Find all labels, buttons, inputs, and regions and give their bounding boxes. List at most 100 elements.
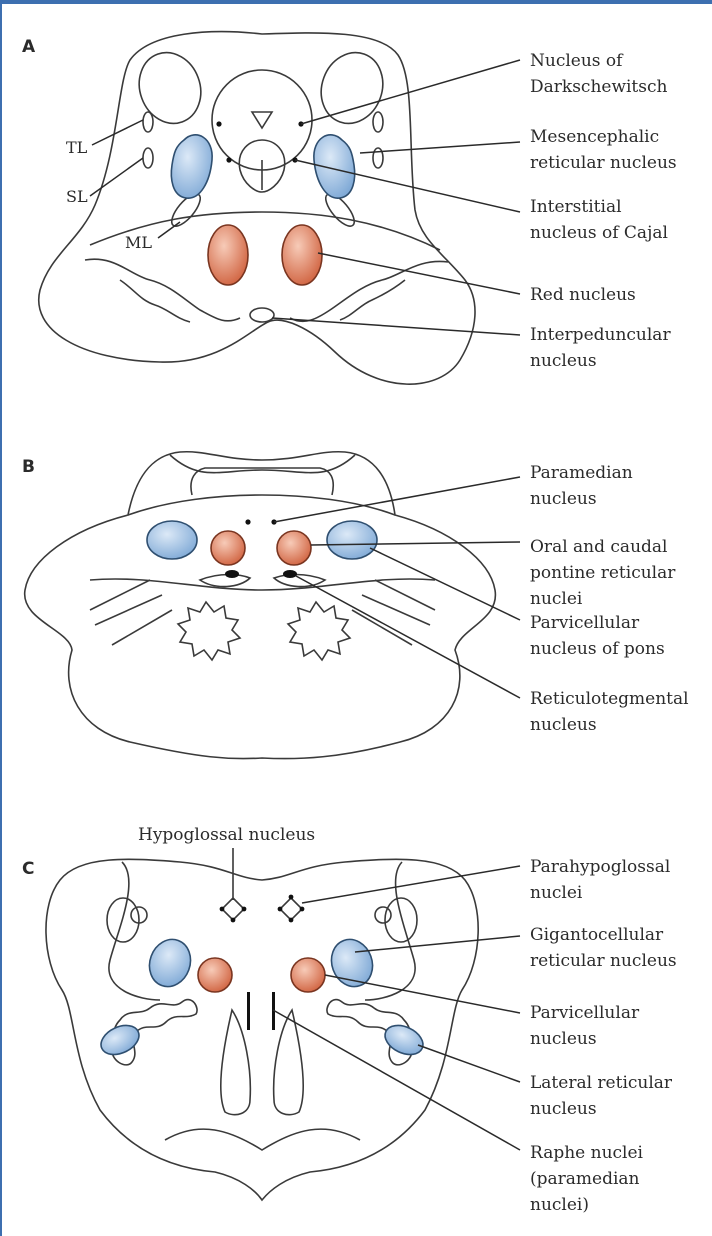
ventricle-roof (170, 455, 355, 473)
tract-circle-right (375, 907, 391, 923)
label-darkschewitsch-2: Darkschewitsch (530, 77, 668, 97)
label-cajal-2: nucleus of Cajal (530, 223, 668, 243)
spinal-trigeminal-left (107, 898, 139, 942)
panel-a-letter: A (22, 37, 36, 57)
paramedian-dot-left (245, 519, 250, 524)
label-interpeduncular-2: nucleus (530, 351, 597, 371)
leader-reticulotegmental (296, 576, 520, 698)
label-lateral-reticular-2: nucleus (530, 1099, 597, 1119)
lemniscus-bar-right (274, 575, 325, 587)
parvicellular-nucleus-pons-right (327, 521, 377, 559)
lateral-reticular-nucleus-left (96, 1020, 143, 1060)
label-raphe-1: Raphe nuclei (530, 1143, 644, 1163)
pyramid-left (221, 1010, 251, 1115)
leader-gigantocellular (355, 936, 520, 952)
hypoglossal-nucleus-left (222, 898, 244, 920)
pontine-reticular-nucleus-right (277, 531, 311, 565)
lateral-reticular-nucleus-right (380, 1020, 427, 1060)
hypoglossal-nucleus-right (280, 898, 302, 920)
parahypoglossal-dot-l2 (231, 918, 236, 923)
label-lateral-reticular-1: Lateral reticular (530, 1073, 673, 1093)
label-mesencephalic-2: reticular nucleus (530, 153, 677, 173)
label-raphe-3: nuclei) (530, 1195, 589, 1215)
label-ml: ML (125, 233, 152, 252)
parahypoglossal-dot-r3 (278, 907, 283, 912)
leader-parahypoglossal (302, 866, 520, 903)
transverse-fiber-l1 (90, 580, 150, 610)
transverse-fiber-r3 (352, 610, 412, 645)
panel-c-letter: C (22, 859, 34, 879)
leader-tl (92, 120, 143, 145)
colliculus-right (311, 44, 392, 132)
pontine-reticular-nucleus-left (211, 531, 245, 565)
label-gigantocellular-2: reticular nucleus (530, 951, 677, 971)
leader-ml (158, 222, 180, 238)
label-parvicellular-pons-2: nucleus of pons (530, 639, 665, 659)
crus-wavy-right (340, 280, 405, 320)
leader-red-nucleus (318, 253, 520, 294)
label-cajal-1: Interstitial (530, 197, 622, 217)
darkschewitsch-dot-left (216, 121, 221, 126)
label-paramedian-1: Paramedian (530, 463, 633, 483)
label-reticulotegmental-2: nucleus (530, 715, 597, 735)
leader-sl (90, 158, 143, 196)
label-gigantocellular-1: Gigantocellular (530, 925, 664, 945)
label-parvicellular-2: nucleus (530, 1029, 597, 1049)
leader-parvicellular (325, 975, 520, 1013)
transverse-fiber-l3 (112, 610, 172, 645)
label-oral-caudal-1: Oral and caudal (530, 537, 667, 557)
panel-c: C Hypoglossal nucleus (22, 825, 677, 1215)
cajal-dot-left (226, 157, 231, 162)
cerebral-aqueduct (252, 112, 272, 128)
gigantocellular-nucleus-left (143, 934, 197, 993)
label-tl: TL (66, 138, 88, 157)
ventral-curve (165, 1129, 360, 1150)
label-sl: SL (66, 187, 88, 206)
label-parahypoglossal-2: nuclei (530, 883, 583, 903)
interpeduncular-nucleus (250, 308, 274, 322)
label-red-nucleus: Red nucleus (530, 285, 636, 305)
colliculus-left (129, 44, 210, 132)
transverse-fiber-r2 (362, 595, 430, 625)
dorsal-column-right (365, 862, 415, 1000)
parvicellular-nucleus-left (198, 958, 232, 992)
label-parvicellular-1: Parvicellular (530, 1003, 640, 1023)
parahypoglossal-dot-r4 (289, 918, 294, 923)
red-nucleus-right (282, 225, 322, 285)
panel-b-letter: B (22, 457, 35, 477)
panel-b: B Paramedian (22, 452, 689, 759)
panel-a: A (22, 32, 677, 385)
label-darkschewitsch-1: Nucleus of (530, 51, 624, 71)
label-raphe-2: (paramedian (530, 1169, 640, 1189)
leader-lateral-reticular (418, 1045, 520, 1082)
parahypoglossal-dot-r2 (300, 907, 305, 912)
tl-slit-left (143, 112, 153, 132)
dorsal-column-left (109, 862, 160, 1000)
parahypoglossal-dot-l3 (242, 907, 247, 912)
label-hypoglossal-nucleus: Hypoglossal nucleus (138, 825, 315, 845)
mesencephalic-reticular-nucleus-left (171, 135, 212, 198)
periaqueductal-gray (212, 70, 312, 170)
fourth-ventricle-floor (128, 495, 395, 515)
label-parvicellular-pons-1: Parvicellular (530, 613, 640, 633)
raphe-nucleus-left (247, 992, 250, 1030)
tl-slit-right (373, 112, 383, 132)
label-parahypoglossal-1: Parahypoglossal (530, 857, 670, 877)
label-oral-caudal-3: nuclei (530, 589, 583, 609)
midbrain-outline (39, 32, 475, 385)
sl-slit-left (143, 148, 153, 168)
parvicellular-nucleus-pons-left (147, 521, 197, 559)
reticulotegmental-nucleus-left (225, 570, 239, 578)
reticulotegmental-nucleus-right (283, 570, 297, 578)
label-interpeduncular-1: Interpeduncular (530, 325, 671, 345)
crus-wavy-left (120, 280, 190, 322)
label-oral-caudal-2: pontine reticular (530, 563, 676, 583)
parahypoglossal-dot-r1 (289, 895, 294, 900)
label-reticulotegmental-1: Reticulotegmental (530, 689, 689, 709)
pyramid-right (274, 1010, 304, 1115)
transverse-fiber-l2 (95, 595, 162, 625)
red-nucleus-left (208, 225, 248, 285)
parahypoglossal-dot-l1 (220, 907, 225, 912)
parvicellular-nucleus-right (291, 958, 325, 992)
